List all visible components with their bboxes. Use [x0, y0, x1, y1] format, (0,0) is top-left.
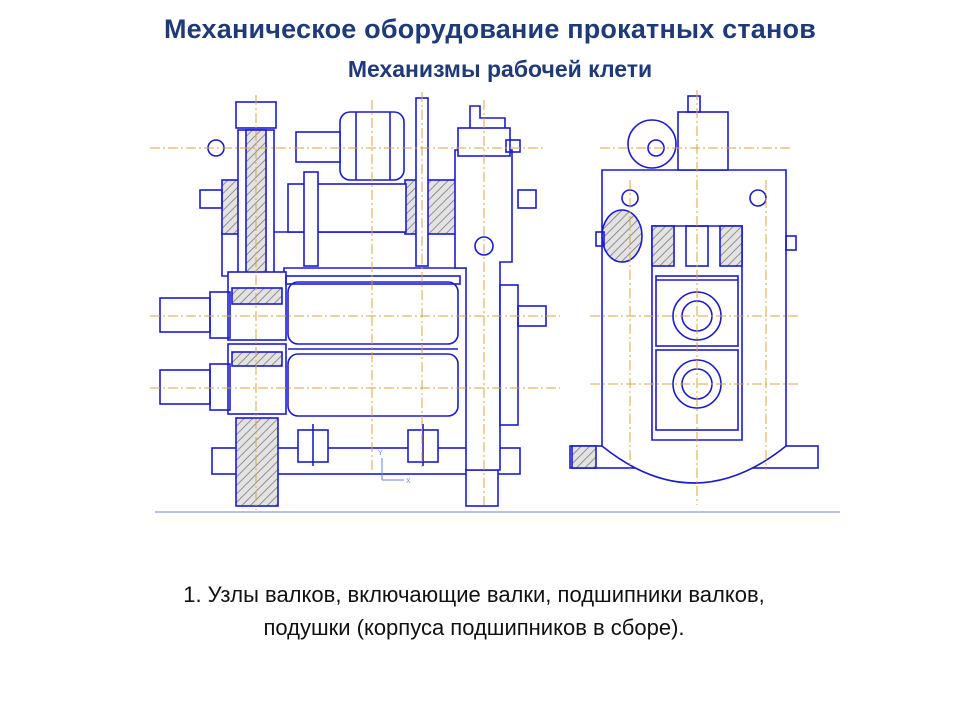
- slide-caption: 1. Узлы валков, включающие валки, подшип…: [0, 578, 948, 644]
- slide-subtitle: Механизмы рабочей клети: [347, 56, 653, 82]
- axis-marker: [381, 458, 404, 481]
- side-centerlines: [590, 90, 800, 505]
- slide-title: Механическое оборудование прокатных стан…: [163, 14, 817, 44]
- caption-line-1: 1. Узлы валков, включающие валки, подшип…: [183, 582, 765, 607]
- lower-work-roll: [287, 353, 459, 417]
- front-centerlines: [150, 92, 560, 510]
- side-view: [569, 95, 819, 484]
- caption-line-2: подушки (корпуса подшипников в сборе).: [263, 615, 685, 640]
- roll-stand-drawing: Y X: [150, 90, 840, 513]
- axis-x-label: X: [406, 478, 411, 485]
- axis-y-label: Y: [378, 450, 383, 457]
- upper-work-roll: [287, 281, 459, 345]
- front-view: [159, 97, 547, 507]
- foundation-pillar: [235, 417, 279, 507]
